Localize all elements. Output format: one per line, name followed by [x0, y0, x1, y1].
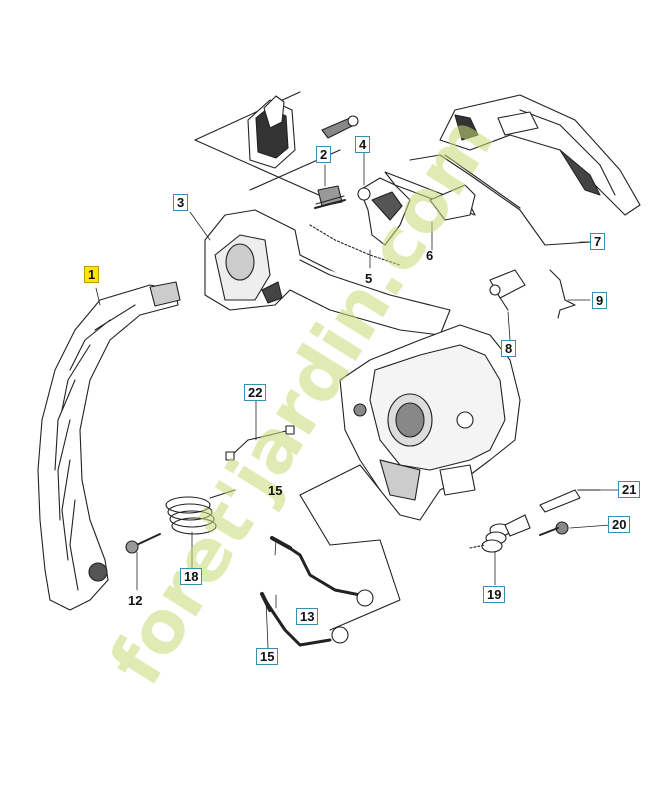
callout-13: 13: [296, 608, 319, 626]
top-clamp-part: [247, 95, 296, 169]
tank-body: [339, 324, 521, 521]
screw-20: [539, 521, 569, 536]
callout-12: 12: [128, 593, 143, 608]
wire-spring-9: [549, 269, 576, 319]
top-screw: [321, 115, 359, 139]
callout-20: 20: [608, 516, 631, 534]
callout-2: 2: [316, 146, 332, 164]
throttle-rod: [409, 154, 591, 246]
cable-22: [225, 425, 295, 461]
pin-8: [489, 269, 526, 311]
spring-18: [165, 489, 236, 535]
callout-21: 21: [618, 481, 641, 499]
pin-21: [539, 489, 601, 513]
callout-15-upper: 15: [268, 483, 283, 498]
throttle-lever-assembly: [357, 171, 476, 246]
callout-19: 19: [483, 586, 506, 604]
leader-lines: [95, 151, 619, 649]
rear-handle-3: [204, 209, 451, 336]
callout-5: 5: [365, 271, 373, 286]
spring-19: [469, 514, 531, 553]
screw-12: [125, 533, 161, 554]
callout-1: 1: [84, 266, 100, 284]
callout-18: 18: [180, 568, 203, 586]
top-cover-part: [439, 94, 641, 216]
callout-22: 22: [244, 384, 267, 402]
hose-13: [270, 536, 374, 607]
callout-7: 7: [590, 233, 606, 251]
callout-3: 3: [173, 194, 189, 212]
callout-15-lower: 15: [256, 648, 279, 666]
screw-2: [314, 185, 346, 209]
callout-8: 8: [501, 340, 517, 358]
callout-6: 6: [426, 248, 434, 263]
callout-9: 9: [592, 292, 608, 310]
front-handle-1: [37, 281, 181, 611]
callout-4: 4: [355, 136, 371, 154]
